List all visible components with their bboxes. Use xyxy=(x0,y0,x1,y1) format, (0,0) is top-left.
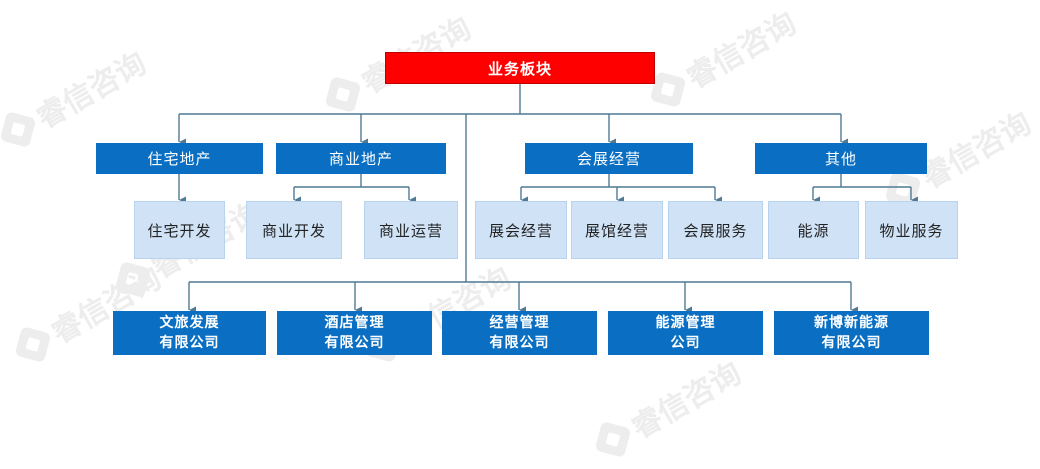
company-name-line1: 经营管理 xyxy=(489,315,550,331)
company-node: 新博新能源有限公司 xyxy=(774,311,929,355)
sub-node: 展馆经营 xyxy=(571,201,663,259)
watermark-logo-icon xyxy=(594,421,632,458)
sub-node: 商业开发 xyxy=(246,201,342,259)
sub-node: 展会经营 xyxy=(475,201,567,259)
sub-label: 商业开发 xyxy=(261,221,326,240)
sub-node: 住宅开发 xyxy=(134,201,225,259)
sub-label: 展会经营 xyxy=(488,221,553,240)
company-name-line1: 文旅发展 xyxy=(159,315,220,331)
company-name-line2: 公司 xyxy=(670,335,701,351)
sub-node: 物业服务 xyxy=(865,201,958,259)
company-name-line2: 有限公司 xyxy=(324,335,385,351)
company-name-line2: 有限公司 xyxy=(159,335,220,351)
sub-label: 商业运营 xyxy=(378,221,443,240)
company-node: 酒店管理有限公司 xyxy=(277,311,432,355)
segment-node-other: 其他 xyxy=(755,143,927,174)
sub-label: 能源 xyxy=(797,221,830,240)
sub-node: 能源 xyxy=(768,201,859,259)
connector-lines xyxy=(178,84,918,314)
company-name-line1: 能源管理 xyxy=(655,315,716,331)
sub-label: 物业服务 xyxy=(879,221,944,240)
segment-node-commercial: 商业地产 xyxy=(276,143,446,174)
sub-label: 住宅开发 xyxy=(147,221,212,240)
segment-label: 住宅地产 xyxy=(147,150,212,168)
company-name-line1: 酒店管理 xyxy=(324,315,385,331)
segment-label: 商业地产 xyxy=(328,150,393,168)
sub-node: 商业运营 xyxy=(364,201,458,259)
sub-label: 展馆经营 xyxy=(584,221,649,240)
segment-node-exhibition: 会展经营 xyxy=(525,143,693,174)
segment-node-residential: 住宅地产 xyxy=(96,143,263,174)
root-label: 业务板块 xyxy=(487,59,552,78)
root-node: 业务板块 xyxy=(385,52,655,84)
company-node: 文旅发展有限公司 xyxy=(113,311,266,355)
company-node: 经营管理有限公司 xyxy=(442,311,597,355)
sub-label: 会展服务 xyxy=(683,221,748,240)
company-node: 能源管理公司 xyxy=(608,311,763,355)
segment-label: 其他 xyxy=(824,150,857,168)
segment-label: 会展经营 xyxy=(576,150,641,168)
company-name-line2: 有限公司 xyxy=(489,335,550,351)
sub-node: 会展服务 xyxy=(668,201,763,259)
company-name-line1: 新博新能源 xyxy=(814,315,889,331)
company-name-line2: 有限公司 xyxy=(821,335,882,351)
